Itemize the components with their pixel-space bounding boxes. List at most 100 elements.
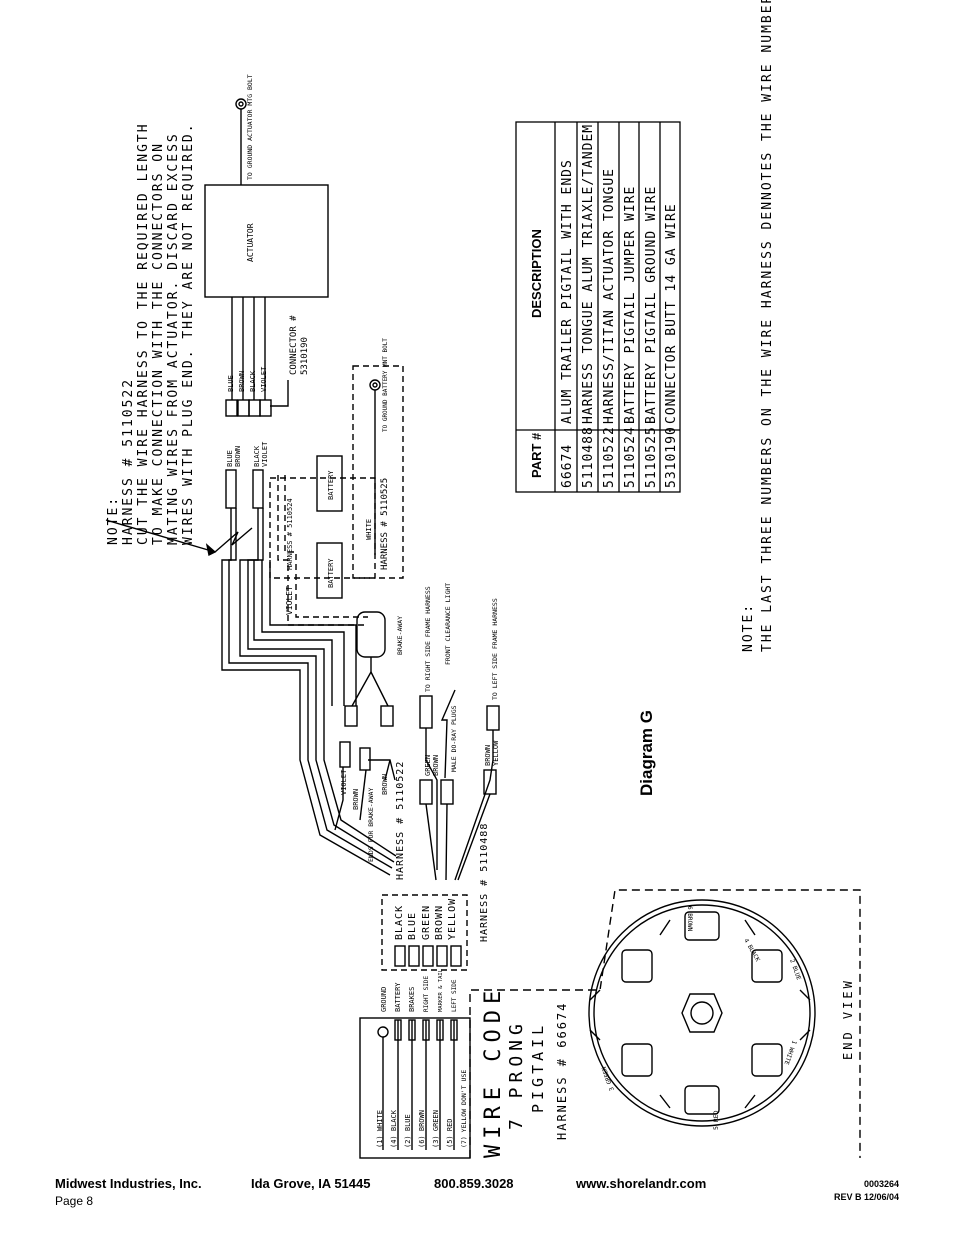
wire-code-entry: (5) RED bbox=[446, 1118, 454, 1148]
wire-label: VIOLET bbox=[260, 366, 268, 392]
note-top-heading: NOTE: bbox=[106, 496, 121, 545]
right-frame-harness-label: TO RIGHT SIDE FRAME HARNESS bbox=[424, 586, 432, 692]
diagram-title: Diagram G bbox=[637, 710, 656, 796]
table-cell-description: HARNESS/TITAN ACTUATOR TONGUE bbox=[602, 168, 617, 424]
table-cell-part: 5110488 bbox=[581, 426, 596, 488]
violet-label: VIOLET bbox=[285, 586, 294, 615]
end-view-label: END VIEW bbox=[841, 978, 855, 1060]
wire-label: YELLOW bbox=[492, 740, 500, 766]
actuator-box bbox=[204, 184, 329, 298]
wire-label: BLUE bbox=[226, 450, 234, 467]
footer-phone: 800.859.3028 bbox=[434, 1176, 514, 1191]
function-label: MARKER & TAIL bbox=[438, 968, 444, 1012]
note-top-line: MATING WIRES FROM ACTUATOR. DISCARD EXCE… bbox=[166, 132, 181, 545]
wire-code-entry: (2) BLUE bbox=[404, 1114, 412, 1148]
frame-harness-plug bbox=[486, 705, 500, 731]
wire-label: VIOLET bbox=[261, 441, 269, 467]
wire-label: BLUE bbox=[407, 912, 418, 940]
table-cell-description: BATTERY PIGTAIL GROUND WIRE bbox=[644, 186, 659, 424]
actuator-ground-terminal bbox=[235, 98, 247, 110]
wire-code-entry: (7) YELLOW DON'T USE bbox=[460, 1070, 468, 1148]
harness-5110524-label: HARNESS # 5110524 bbox=[286, 498, 294, 570]
wire-label: BROWN bbox=[381, 774, 389, 795]
table-cell-description: HARNESS TONGUE ALUM TRIAXLE/TANDEM bbox=[581, 124, 596, 424]
function-label: BRAKES bbox=[408, 987, 416, 1012]
wire-code-title: WIRE CODE bbox=[481, 985, 506, 1158]
wire-code-entry: (1) WHITE bbox=[376, 1110, 384, 1148]
footer-revision: REV B 12/06/04 bbox=[833, 1192, 899, 1202]
actuator-label: ACTUATOR bbox=[246, 223, 255, 262]
wire-code-entry: (3) GREEN bbox=[432, 1110, 440, 1148]
wire-label: BLACK bbox=[394, 905, 405, 940]
function-label: LEFT SIDE bbox=[451, 979, 458, 1012]
footer-website[interactable]: www.shorelandr.com bbox=[576, 1176, 707, 1191]
note-bottom-heading: NOTE: bbox=[741, 603, 756, 652]
brake-away-label: BRAKE-AWAY bbox=[396, 616, 404, 655]
harness-5110488-label: HARNESS # 5110488 bbox=[479, 823, 490, 942]
male-plugs-label: MALE DO-RAY PLUGS bbox=[450, 705, 458, 772]
function-label: GROUND bbox=[380, 987, 388, 1012]
harness-5110525-label: HARNESS # 5110525 bbox=[380, 478, 390, 570]
wire-label: YELLOW bbox=[447, 898, 458, 940]
wire-label: BROWN bbox=[234, 446, 242, 467]
wire-label: BROWN bbox=[352, 789, 360, 810]
wire-code-entry: (4) BLACK bbox=[390, 1109, 398, 1148]
table-cell-description: ALUM TRAILER PIGTAIL WITH ENDS bbox=[560, 159, 575, 424]
pin-label: 1 WHITE bbox=[782, 1039, 797, 1066]
pin-label: 5 RED bbox=[712, 1110, 720, 1130]
wire-label: BROWN bbox=[432, 755, 440, 776]
battery-ground-terminal bbox=[369, 379, 381, 391]
battery-label: BATTERY bbox=[327, 558, 335, 588]
pin-label: 6 BROWN bbox=[686, 906, 693, 932]
wire-label: BLACK bbox=[253, 445, 261, 467]
plug-end bbox=[252, 469, 264, 509]
pin-label: 2 BLUE bbox=[788, 958, 802, 981]
wire-label: GREEN bbox=[424, 755, 432, 776]
table-header-part: PART # bbox=[529, 432, 544, 478]
prongs bbox=[589, 911, 811, 1115]
table-cell-description: BATTERY PIGTAIL JUMPER WIRE bbox=[623, 186, 638, 424]
wire-code-entry: (6) BROWN bbox=[418, 1110, 426, 1148]
function-label: RIGHT SIDE bbox=[423, 975, 430, 1012]
note-top-line: CUT THE WIRE HARNESS TO THE REQUIRED LEN… bbox=[136, 122, 151, 545]
table-cell-part: 66674 bbox=[560, 444, 575, 488]
table-cell-part: 5110525 bbox=[644, 426, 659, 488]
note-top-line: TO MAKE CONNECTION WITH THE CONNECTORS O… bbox=[151, 142, 166, 545]
wire-label: BLUE bbox=[227, 375, 235, 392]
wire-label: BROWN bbox=[238, 371, 246, 392]
note-top-line: HARNESS # 5110522 bbox=[121, 378, 136, 545]
table-cell-part: 5110524 bbox=[623, 426, 638, 488]
white-wire-label: WHITE bbox=[365, 519, 373, 540]
connector-number: 5310190 bbox=[300, 337, 310, 375]
table-header-description: DESCRIPTION bbox=[529, 229, 544, 318]
actuator-ground-label: TO GROUND ACTUATOR MTG BOLT bbox=[246, 74, 254, 180]
wiring-diagram: NOTE: HARNESS # 5110522 CUT THE WIRE HAR… bbox=[105, 0, 861, 1159]
brake-away-switch bbox=[356, 611, 386, 658]
front-clearance-light-label: FRONT CLEARANCE LIGHT bbox=[444, 583, 452, 665]
footer-company: Midwest Industries, Inc. bbox=[55, 1176, 202, 1191]
footer-page-number: Page 8 bbox=[55, 1194, 94, 1208]
function-label: BATTERY bbox=[394, 982, 402, 1012]
butt-connector bbox=[225, 399, 238, 417]
wire-label: BLACK bbox=[249, 370, 257, 392]
wire-code-harness: HARNESS # 66674 bbox=[555, 1002, 569, 1140]
footer-city: Ida Grove, IA 51445 bbox=[251, 1176, 371, 1191]
table-cell-part: 5310190 bbox=[664, 426, 679, 488]
table-cell-part: 5110522 bbox=[602, 426, 617, 488]
page-footer: Midwest Industries, Inc. Ida Grove, IA 5… bbox=[0, 1170, 954, 1235]
wire-code-title: 7 PRONG bbox=[506, 1019, 527, 1130]
note-top-line: WIRES WITH PLUG END. THEY ARE NOT REQUIR… bbox=[181, 122, 196, 545]
pin-label: 3 GREEN bbox=[601, 1065, 616, 1092]
note-bottom-text: THE LAST THREE NUMBERS ON THE WIRE HARNE… bbox=[760, 0, 775, 652]
wire-label: BROWN bbox=[434, 905, 445, 940]
battery-symbol bbox=[316, 542, 343, 599]
seven-prong-connector bbox=[588, 899, 816, 1127]
left-frame-harness-label: TO LEFT SIDE FRAME HARNESS bbox=[491, 598, 499, 700]
battery-ground-label: TO GROUND BATTERY MNT BOLT bbox=[382, 338, 389, 432]
wire-label: BROWN bbox=[484, 745, 492, 766]
wire-label: VIOLET bbox=[340, 769, 348, 795]
butt-connector bbox=[259, 399, 272, 417]
pigtail-connector-box bbox=[381, 894, 468, 971]
plug-end bbox=[225, 469, 237, 509]
harness-5110522-label: HARNESS # 5110522 bbox=[395, 761, 406, 880]
